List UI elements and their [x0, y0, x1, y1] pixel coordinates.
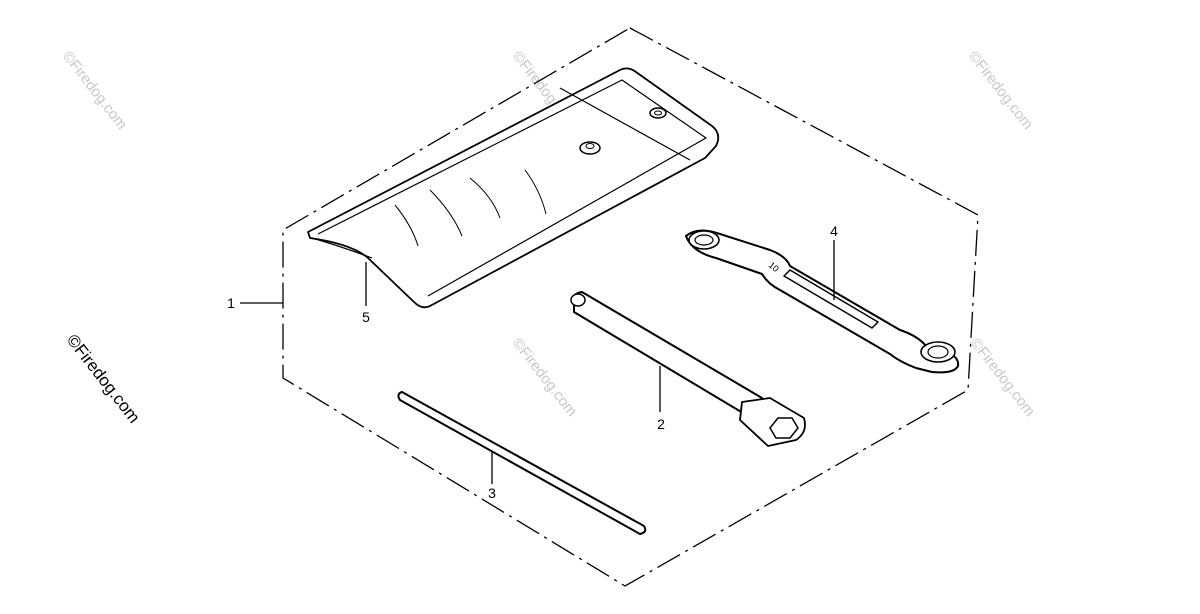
tool-bag-fold [311, 237, 373, 259]
box-spanner-hex-icon [769, 417, 799, 439]
kit-outline [282, 27, 979, 587]
ring-wrench-slot [783, 269, 879, 329]
leader-lines [240, 240, 835, 484]
watermark-mid-right: ©Firedog.com [967, 335, 1039, 420]
box-spanner-shaft [572, 291, 766, 417]
tool-bag-crease-3 [469, 177, 501, 219]
callout-2: 2 [657, 416, 665, 432]
box-spanner-end-small [570, 293, 586, 307]
callout-3: 3 [488, 485, 496, 501]
tommy-bar-rod [397, 390, 647, 536]
callout-1: 1 [227, 295, 235, 311]
wrench-size-label: 10 [767, 260, 781, 274]
tool-bag-crease-2 [429, 189, 463, 237]
box-spanner [570, 291, 806, 447]
callout-labels: 1 2 3 4 5 [227, 223, 838, 501]
snap-button-rear-icon [649, 107, 667, 119]
tommy-bar [397, 390, 647, 536]
watermark-mid-center: ©Firedog.com [509, 335, 581, 420]
snap-button-front-icon [579, 141, 601, 155]
watermark-top-left: ©Firedog.com [59, 48, 131, 133]
ring-wrench [685, 229, 960, 374]
watermark-side-left: ©Firedog.com [63, 331, 144, 427]
callout-5: 5 [362, 309, 370, 325]
ring-wrench-body [685, 229, 960, 374]
tool-bag-body [307, 67, 720, 309]
watermark-top-right: ©Firedog.com [965, 48, 1037, 133]
tool-bag [307, 67, 720, 309]
callout-4: 4 [830, 223, 838, 239]
tool-bag-crease-1 [394, 204, 419, 247]
tool-bag-crease-4 [524, 169, 547, 215]
tool-bag-flap [559, 87, 691, 161]
